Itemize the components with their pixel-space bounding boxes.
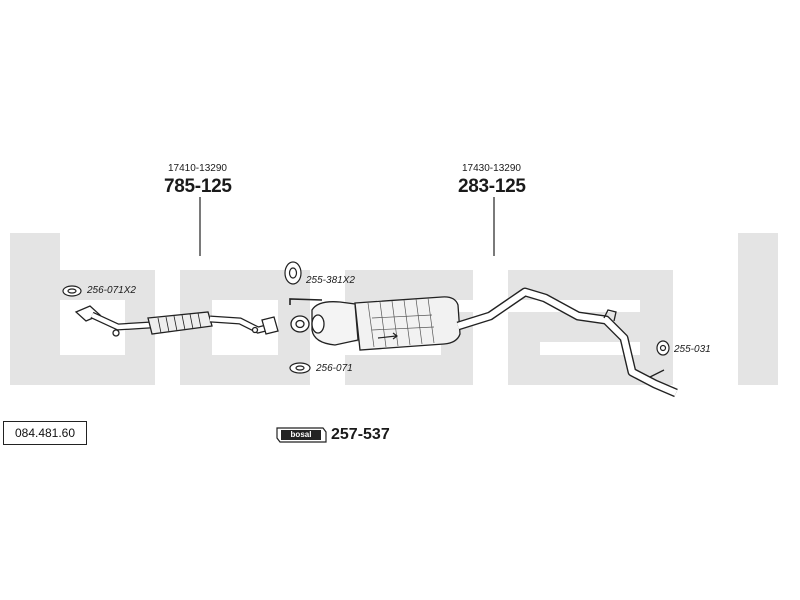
- gasket-mid-icon: [289, 362, 311, 374]
- gasket-mid-label[interactable]: 256-071: [316, 363, 353, 374]
- bosal-kit-logo: [276, 427, 327, 443]
- hanger-rubber-icon: [656, 340, 670, 356]
- reference-number-box: 084.481.60: [3, 421, 87, 445]
- gasket-front-label[interactable]: 256-071X2: [87, 285, 136, 296]
- kit-part-number[interactable]: 257-537: [331, 426, 390, 443]
- clamp-icon: [284, 261, 302, 285]
- clamp-label[interactable]: 255-381X2: [306, 275, 355, 286]
- kit-logo-text: bosal: [290, 430, 312, 439]
- rear-silencer-drawing: [289, 287, 678, 398]
- front-pipe-oem-label: 17410-13290: [168, 163, 227, 174]
- rear-silencer-oem-label: 17430-13290: [462, 163, 521, 174]
- reference-number: 084.481.60: [14, 426, 76, 440]
- front-pipe-part-number[interactable]: 785-125: [164, 176, 232, 197]
- gasket-front-icon: [62, 285, 82, 297]
- rear-silencer-part-number[interactable]: 283-125: [458, 176, 526, 197]
- hanger-rubber-label[interactable]: 255-031: [674, 344, 711, 355]
- front-pipe-drawing: [74, 305, 279, 337]
